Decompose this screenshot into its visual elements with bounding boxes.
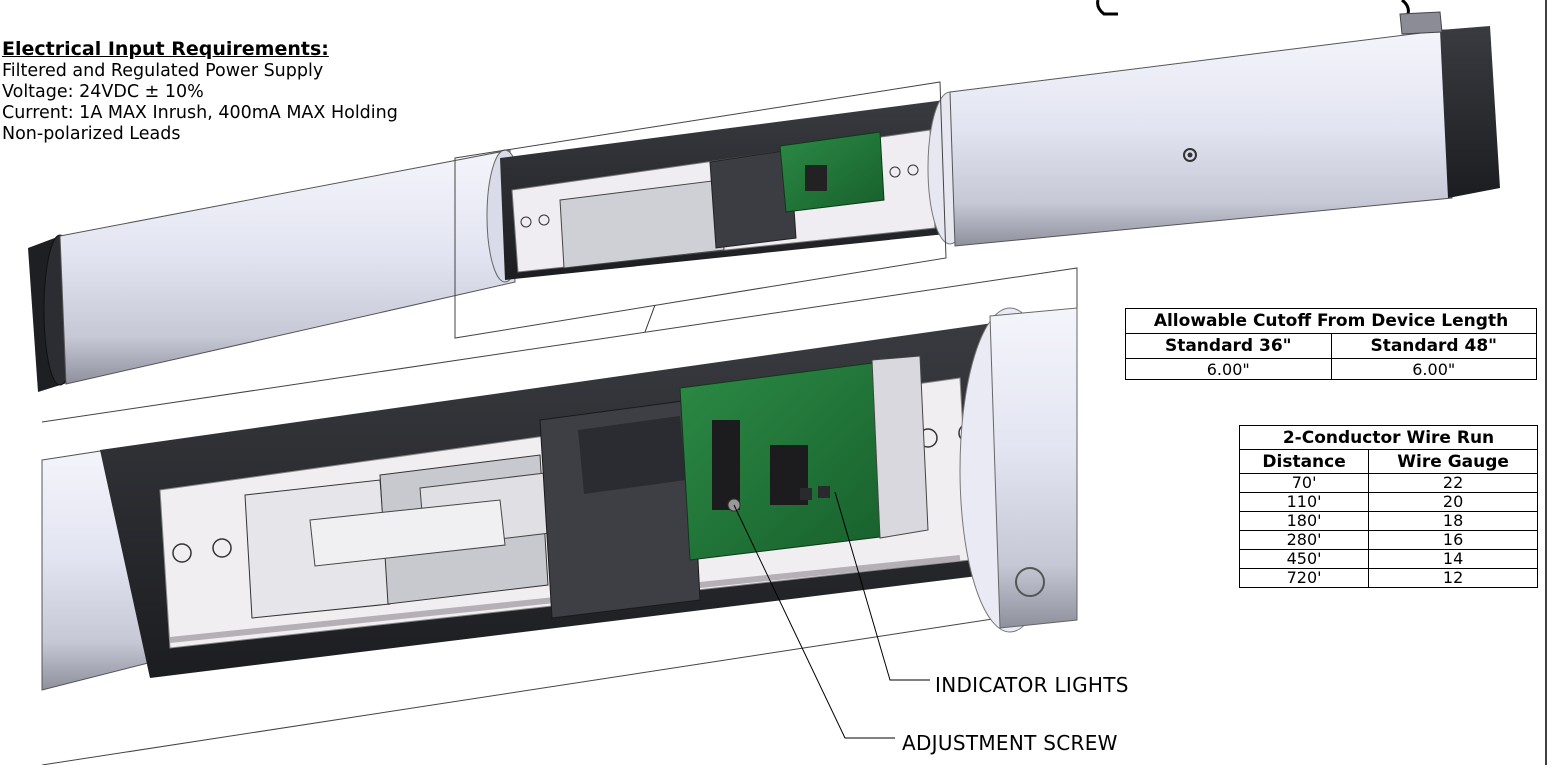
circuit-board xyxy=(779,131,885,213)
cutoff-header-48: Standard 48" xyxy=(1330,333,1537,359)
callout-adjustment-screw: ADJUSTMENT SCREW xyxy=(902,731,1118,755)
distance-cell: 180' xyxy=(1238,511,1370,531)
gauge-cell: 22 xyxy=(1368,473,1538,493)
motor-cap xyxy=(578,416,686,494)
table-row: 720'12 xyxy=(1238,568,1538,588)
cutoff-header-36: Standard 36" xyxy=(1125,333,1332,359)
right-tube xyxy=(949,29,1453,247)
plate-hole xyxy=(212,538,232,558)
cutoff-value-48: 6.00" xyxy=(1330,358,1537,380)
plate-hole xyxy=(520,216,532,228)
latch-mechanism xyxy=(559,179,725,269)
detail-frame xyxy=(454,81,947,339)
callout-indicator-lights: INDICATOR LIGHTS xyxy=(935,673,1129,697)
distance-cell: 280' xyxy=(1238,530,1370,550)
title-fragment xyxy=(1096,0,1118,16)
left-tube xyxy=(59,149,516,385)
detail-leader xyxy=(644,304,656,333)
requirement-line: Voltage: 24VDC ± 10% xyxy=(2,82,204,102)
gauge-cell: 20 xyxy=(1368,492,1538,512)
distance-cell: 720' xyxy=(1238,568,1370,588)
title-fragment-2 xyxy=(1401,0,1410,15)
wire-header-distance: Distance xyxy=(1238,449,1370,474)
pcb-component xyxy=(805,165,827,191)
fastener xyxy=(1183,148,1197,162)
requirements-title: Electrical Input Requirements: xyxy=(2,38,329,60)
requirement-line: Current: 1A MAX Inrush, 400mA MAX Holdin… xyxy=(2,103,398,123)
indicator-led xyxy=(800,488,812,500)
distance-cell: 70' xyxy=(1238,473,1370,493)
pcb-relay xyxy=(712,420,740,510)
right-bracket xyxy=(1399,11,1443,35)
detail-right-tube xyxy=(989,307,1078,629)
adjustment-screw-leader xyxy=(733,504,895,739)
distance-cell: 110' xyxy=(1238,492,1370,512)
gauge-cell: 16 xyxy=(1368,530,1538,550)
gauge-cell: 12 xyxy=(1368,568,1538,588)
requirement-line: Filtered and Regulated Power Supply xyxy=(2,61,324,81)
table-row: 110'20 xyxy=(1238,492,1538,512)
electrical-requirements: Electrical Input Requirements: Filtered … xyxy=(2,38,398,145)
right-end-cap xyxy=(1440,26,1500,198)
plate-hole xyxy=(172,543,192,563)
plate-hole xyxy=(538,214,550,226)
cutoff-value-36: 6.00" xyxy=(1125,358,1332,380)
table-row: 450'14 xyxy=(1238,549,1538,569)
table-row: 280'16 xyxy=(1238,530,1538,550)
plate-hole xyxy=(907,164,919,176)
requirement-line: Non-polarized Leads xyxy=(2,124,181,144)
gauge-cell: 14 xyxy=(1368,549,1538,569)
tube-screw-boss xyxy=(1015,567,1045,597)
distance-cell: 450' xyxy=(1238,549,1370,569)
fastener-center xyxy=(1187,152,1193,158)
table-row: 180'18 xyxy=(1238,511,1538,531)
wire-header-gauge: Wire Gauge xyxy=(1368,449,1538,474)
gauge-cell: 18 xyxy=(1368,511,1538,531)
cutoff-table-title: Allowable Cutoff From Device Length xyxy=(1125,308,1537,334)
pcb-housing xyxy=(871,355,929,539)
indicator-led xyxy=(818,486,830,498)
wire-table-title: 2-Conductor Wire Run xyxy=(1239,425,1538,450)
motor-housing xyxy=(709,149,797,249)
wire-run-table: 2-Conductor Wire Run Distance Wire Gauge… xyxy=(1238,425,1538,588)
top-device xyxy=(28,11,1500,392)
table-row: 70'22 xyxy=(1238,473,1538,493)
indicator-lights-leader xyxy=(834,491,930,681)
plate-hole xyxy=(889,166,901,178)
latch-bolt xyxy=(309,499,506,567)
cutoff-table: Allowable Cutoff From Device Length Stan… xyxy=(1125,308,1537,380)
detail-view xyxy=(41,267,1078,766)
